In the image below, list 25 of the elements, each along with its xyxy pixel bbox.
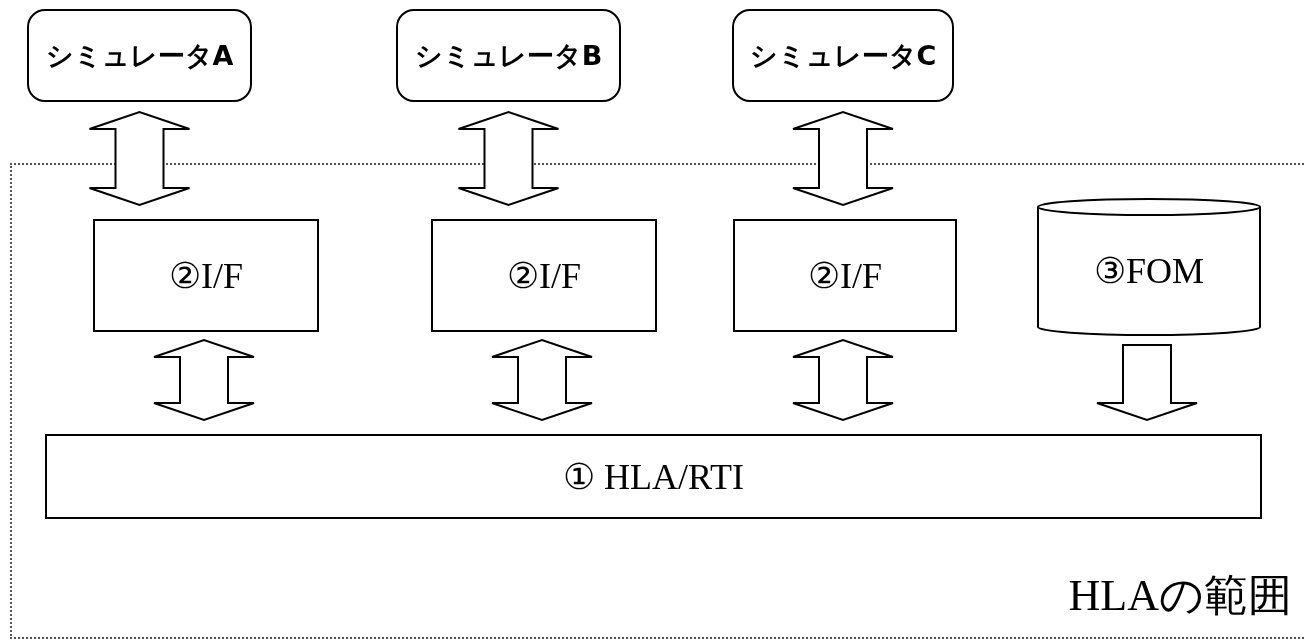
node-label: ① HLA/RTI [563,455,744,498]
block-arrow [792,110,894,207]
process-box [733,219,957,332]
scope-region [10,163,1304,639]
block-arrow [491,338,593,422]
node-label: シミュレータA [45,38,234,73]
simulator-box [396,9,621,102]
node-label: シミュレータC [749,38,937,73]
database-cylinder [1037,197,1261,337]
node-label: ②I/F [507,254,581,297]
node-label: ③FOM [1094,250,1204,292]
block-arrow [88,110,191,207]
block-arrow [153,338,255,422]
process-box [93,219,319,332]
process-box [431,219,657,332]
node-label: ②I/F [808,254,882,297]
region-label: HLAの範囲 [1068,570,1292,622]
block-arrow [457,110,560,207]
node-label: ②I/F [169,254,243,297]
simulator-box [732,9,954,102]
process-box [45,434,1262,519]
simulator-box [27,9,252,102]
block-arrow [1096,344,1198,422]
block-arrow [792,338,894,422]
node-label: シミュレータB [414,38,603,73]
